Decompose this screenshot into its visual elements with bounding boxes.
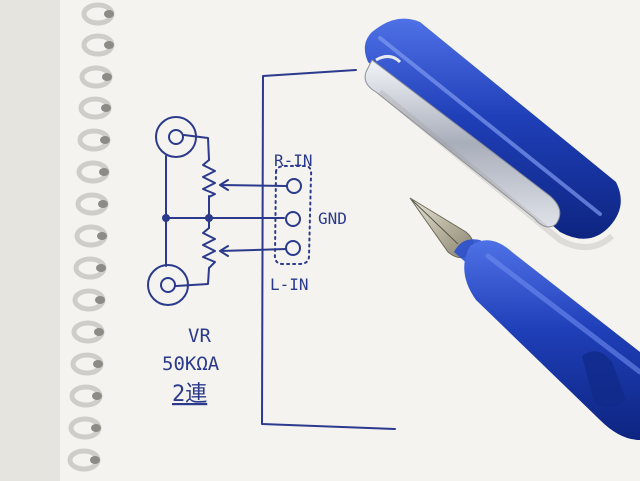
label-gang: 2連: [172, 382, 207, 407]
spiral-ring: [73, 256, 107, 280]
spiral-ring: [81, 2, 115, 26]
spiral-ring: [75, 192, 109, 216]
terminal-gnd: [285, 211, 301, 227]
label-r-in: R-IN: [274, 151, 313, 170]
spiral-ring: [70, 352, 104, 376]
hand-drawn-schematic: [147, 69, 396, 430]
spiral-ring: [68, 416, 102, 440]
spiral-binding: [67, 2, 115, 472]
label-value: 50KΩA: [162, 353, 220, 375]
label-gnd: GND: [318, 209, 347, 228]
spiral-ring: [74, 224, 108, 248]
connector-dotted-outline: [273, 165, 313, 265]
pen-cap: [364, 18, 621, 239]
wire-top: [183, 134, 210, 161]
pen-clip: [364, 55, 561, 228]
spiral-ring: [69, 384, 103, 408]
label-l-in: L-IN: [270, 275, 309, 294]
fountain-pen: [409, 197, 640, 440]
spiral-ring: [72, 288, 106, 312]
spiral-ring: [67, 448, 101, 472]
wiper-arrow-top: [219, 179, 287, 191]
terminal-l-in: [285, 240, 301, 256]
potentiometer-bottom: [202, 227, 216, 269]
potentiometer-top: [202, 159, 216, 198]
label-vr: VR: [188, 325, 211, 347]
spiral-ring: [78, 96, 112, 120]
spiral-ring: [79, 65, 113, 89]
terminal-r-in: [286, 178, 302, 194]
spiral-ring: [77, 128, 111, 152]
junction-dot: [205, 214, 213, 222]
junction-dot: [162, 214, 170, 222]
spiral-ring: [76, 160, 110, 184]
spiral-ring: [71, 320, 105, 344]
spiral-ring: [81, 33, 115, 57]
wire-bottom: [175, 267, 210, 287]
